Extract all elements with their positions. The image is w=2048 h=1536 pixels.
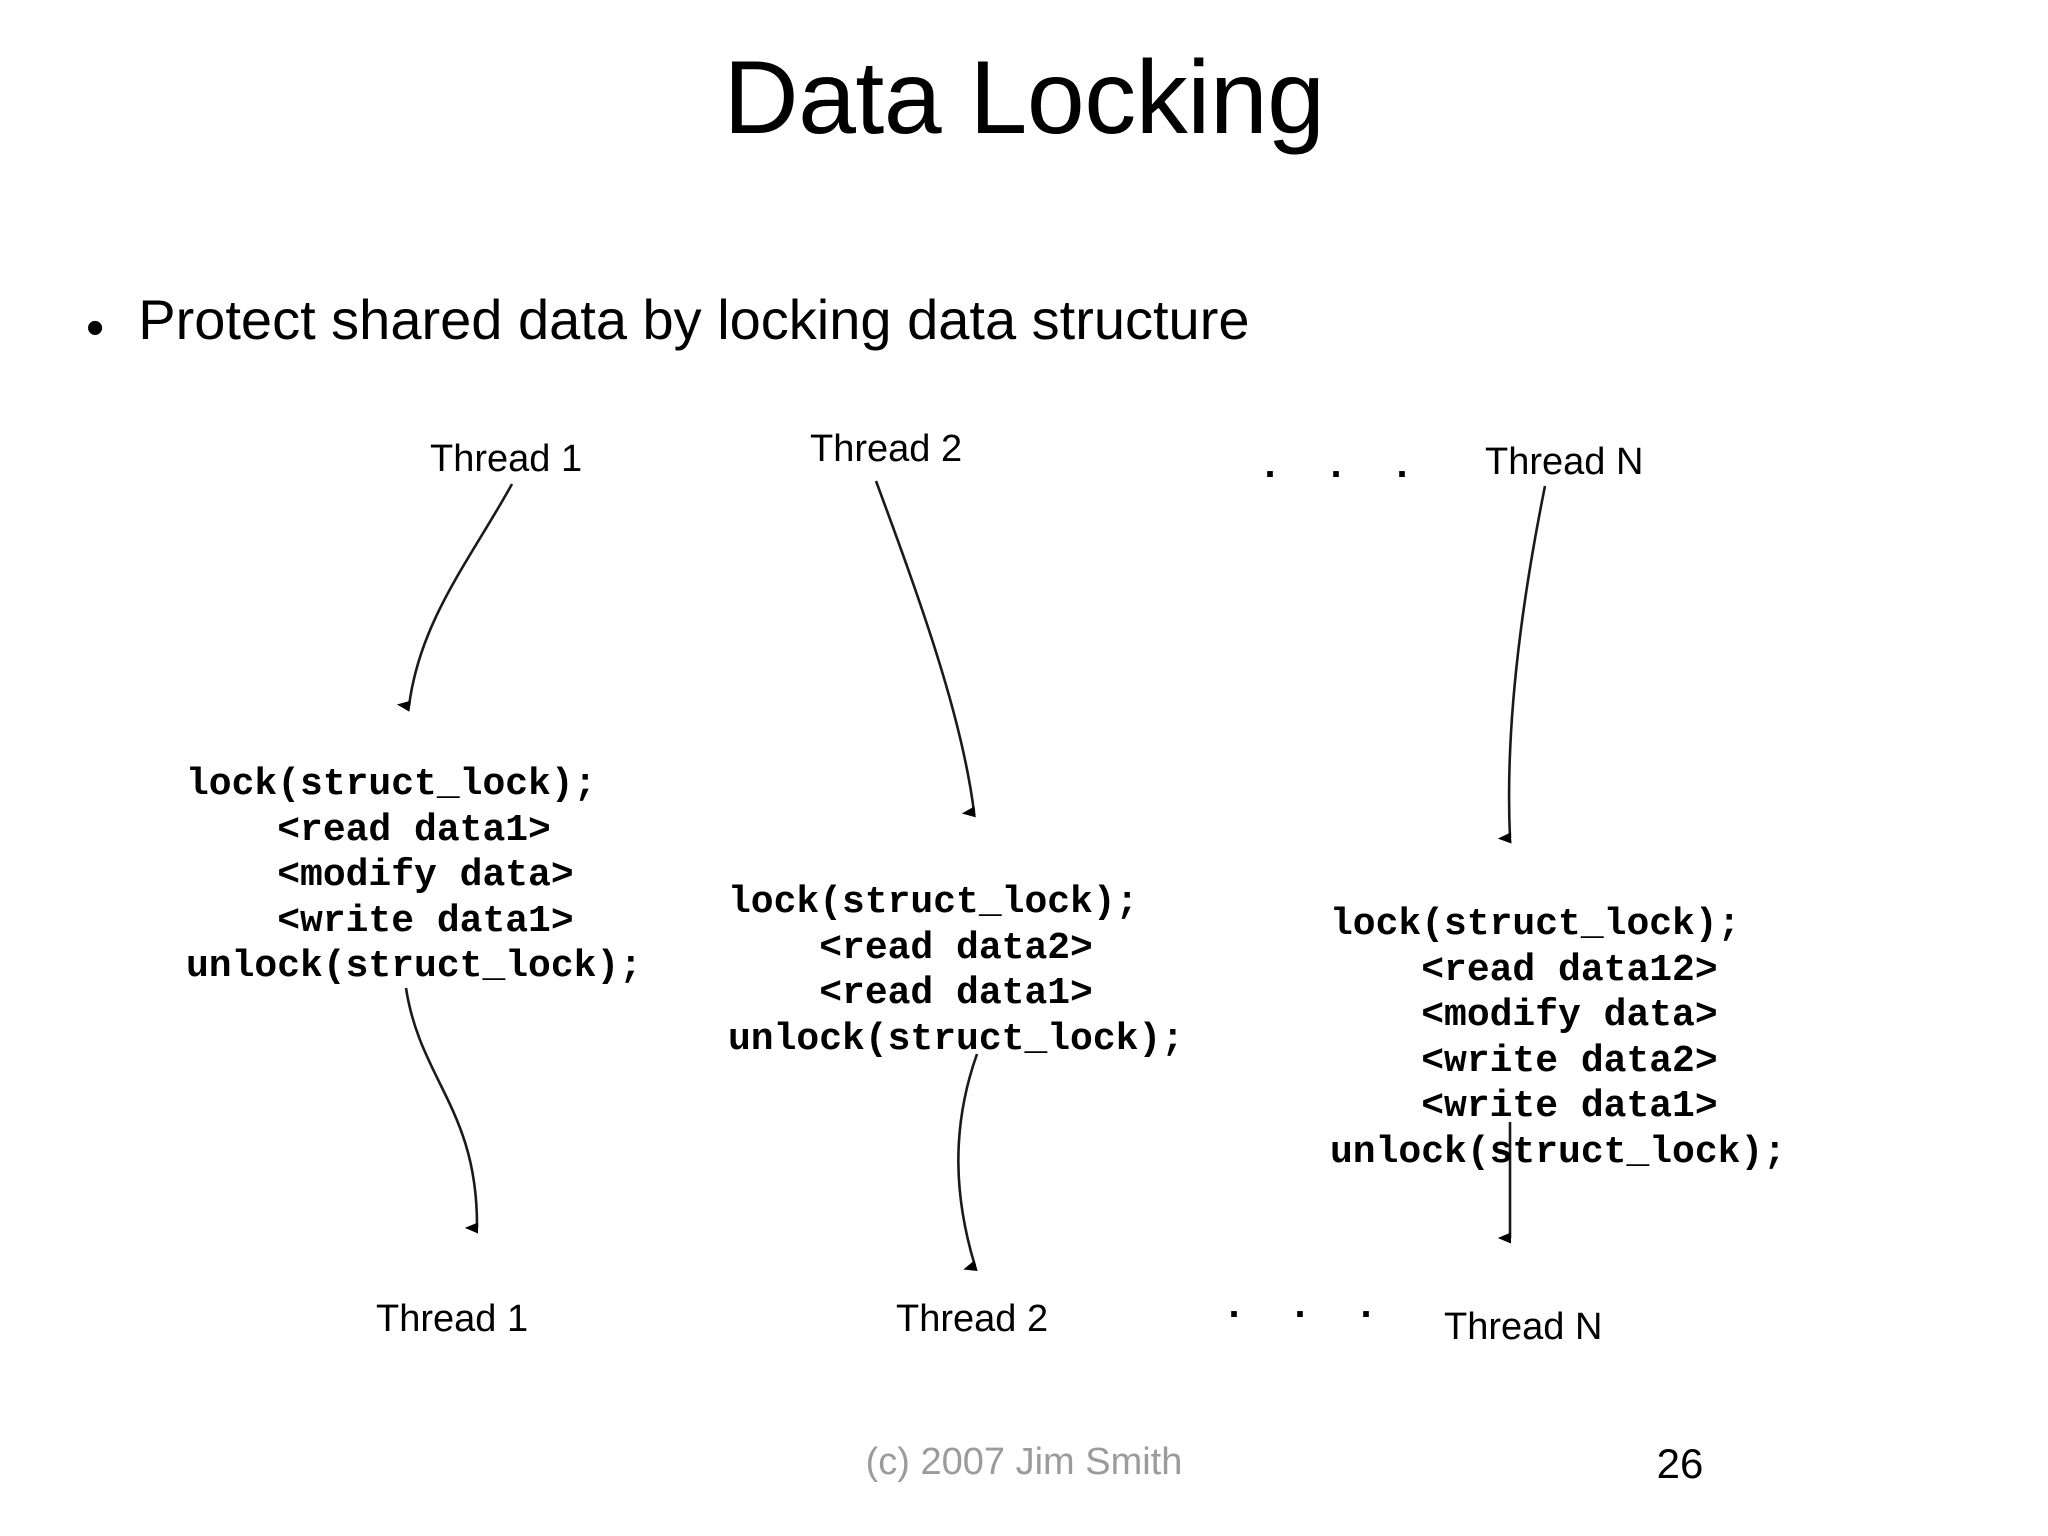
- thread-label-top-2: Thread 2: [810, 428, 963, 470]
- thread-label-top-1: Thread 1: [430, 438, 583, 480]
- page-number: 26: [1656, 1440, 1704, 1487]
- ellipsis-top-icon: . . .: [1258, 445, 1424, 490]
- thread-label-bottom-1: Thread 1: [376, 1298, 529, 1340]
- thread-label-top-n: Thread N: [1485, 441, 1644, 483]
- code-block-thread-n: lock(struct_lock); <read data12> <modify…: [1330, 903, 1787, 1174]
- arrow-code-to-thread2: [957, 1053, 979, 1272]
- bullet-point-icon: •: [86, 299, 105, 357]
- arrow-thread1-to-code: [396, 483, 514, 712]
- thread-label-bottom-n: Thread N: [1444, 1306, 1603, 1348]
- code-block-thread-2: lock(struct_lock); <read data2> <read da…: [728, 881, 1185, 1061]
- thread-label-bottom-2: Thread 2: [896, 1298, 1049, 1340]
- arrow-thread2-to-code: [874, 480, 976, 818]
- ellipsis-bottom-icon: . . .: [1222, 1285, 1388, 1330]
- arrow-code-to-thread1: [404, 987, 479, 1234]
- bullet-item: • Protect shared data by locking data st…: [86, 288, 1966, 357]
- arrow-threadN-to-code: [1497, 485, 1547, 844]
- page-title: Data Locking: [723, 40, 1325, 156]
- bullet-item-label: Protect shared data by locking data stru…: [138, 288, 1250, 351]
- code-block-thread-1: lock(struct_lock); <read data1> <modify …: [186, 763, 643, 989]
- footer-copyright: (c) 2007 Jim Smith: [865, 1441, 1183, 1483]
